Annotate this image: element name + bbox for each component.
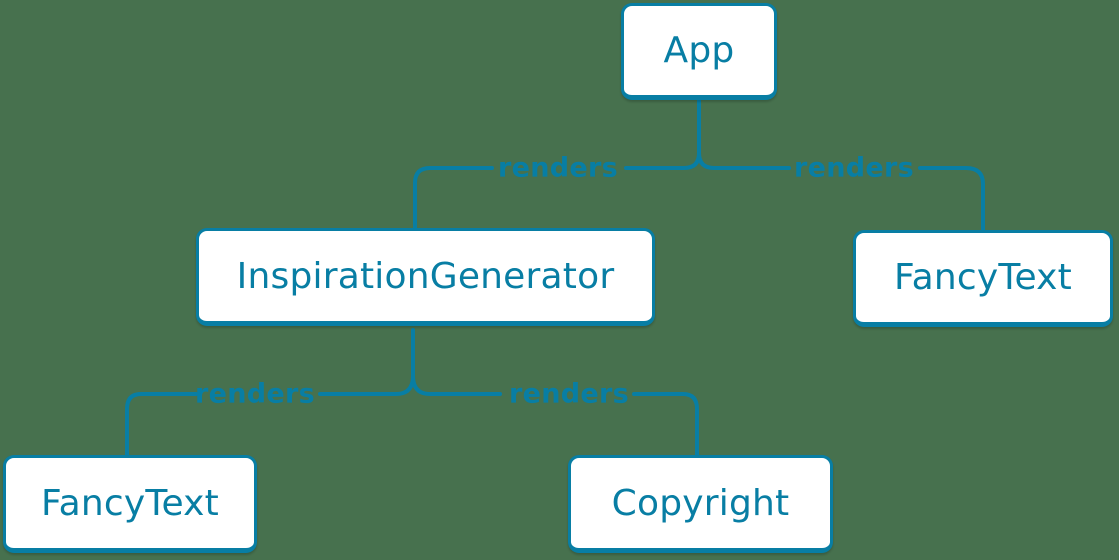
- node-copyright-label: Copyright: [611, 482, 790, 524]
- edge-app-to-inspirationgenerator-line-b: [413, 166, 494, 230]
- edge-app-to-fancytext-line-a: [697, 151, 791, 170]
- edge-inspirationgenerator-to-fancytext-line-b: [125, 392, 198, 457]
- node-fancy-text-left-label: FancyText: [41, 482, 219, 524]
- edge-label-inspirationgenerator-fancytext: renders: [195, 378, 315, 410]
- node-fancy-text-right-label: FancyText: [894, 257, 1072, 298]
- edge-label-app-inspirationgenerator: renders: [498, 152, 618, 184]
- node-inspiration-generator-label: InspirationGenerator: [236, 255, 615, 297]
- node-copyright: Copyright: [568, 455, 833, 553]
- node-fancy-text-right: FancyText: [853, 230, 1113, 327]
- node-app-label: App: [663, 30, 735, 71]
- edge-app-to-inspirationgenerator-line-a: [624, 98, 701, 170]
- node-app: App: [621, 3, 777, 100]
- edge-app-to-fancytext-line-b: [918, 166, 985, 232]
- edge-inspirationgenerator-to-copyright-line-a: [411, 374, 502, 396]
- edge-inspirationgenerator-to-copyright-line-b: [632, 392, 699, 457]
- edge-label-app-fancytext: renders: [794, 152, 914, 184]
- node-fancy-text-left: FancyText: [3, 455, 257, 553]
- edge-label-inspirationgenerator-copyright: renders: [509, 378, 629, 410]
- edge-inspirationgenerator-to-fancytext-line-a: [318, 328, 415, 396]
- node-inspiration-generator: InspirationGenerator: [196, 228, 655, 326]
